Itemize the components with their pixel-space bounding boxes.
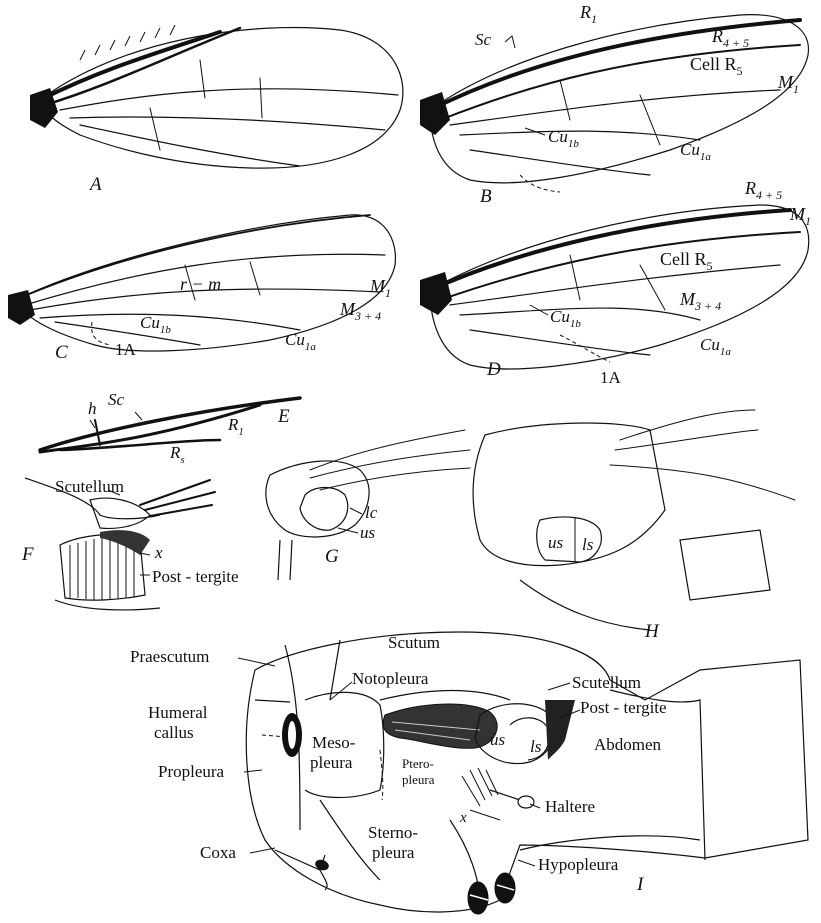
wing-b-sc-label: Sc xyxy=(475,30,492,49)
wing-d-1a-label: 1A xyxy=(600,368,622,387)
wing-b-m1-label: M1 xyxy=(777,72,799,96)
thorax-us-label: us xyxy=(490,730,506,749)
panel-label-f: F xyxy=(21,544,34,565)
detail-e-r1-label: R1 xyxy=(227,415,244,438)
thorax-scutellum-label: Scutellum xyxy=(572,673,641,692)
thorax-abdomen-label: Abdomen xyxy=(594,735,662,754)
thorax-mesopleura-label-2: pleura xyxy=(310,753,353,772)
thorax-pteropleura-label-2: pleura xyxy=(402,772,435,787)
thorax-mesopleura-label-1: Meso- xyxy=(312,733,356,752)
detail-f-post-tergite-label: Post - tergite xyxy=(152,567,239,586)
thorax-humeral-label-2: callus xyxy=(154,723,194,742)
thorax-haltere-label: Haltere xyxy=(545,797,595,816)
thorax-propleura-label: Propleura xyxy=(158,762,225,781)
wing-c: r − m M1 M3 + 4 Cu1b Cu1a 1A C xyxy=(8,215,395,363)
wing-d-r45-label: R4 + 5 xyxy=(744,178,782,202)
thorax-pteropleura-label-1: Ptero- xyxy=(402,756,434,771)
wing-d-m1-label: M1 xyxy=(789,204,811,228)
wing-b: Sc R1 R4 + 5 Cell R5 M1 Cu1b Cu1a B xyxy=(420,2,808,207)
panel-label-g: G xyxy=(325,546,339,567)
detail-f-x-label: x xyxy=(154,543,163,562)
wing-c-cu1b-label: Cu1b xyxy=(140,313,171,336)
wing-d: R4 + 5 M1 Cell R5 M3 + 4 Cu1b Cu1a 1A D xyxy=(420,178,811,387)
detail-g-lc-label: lc xyxy=(365,503,378,522)
wing-d-cell-r5-label: Cell R5 xyxy=(660,249,713,273)
thorax-sternopleura-label-2: pleura xyxy=(372,843,415,862)
wing-a: A xyxy=(30,25,403,195)
detail-e: h Sc R1 Rs E xyxy=(40,390,300,466)
wing-c-rm-label: r − m xyxy=(180,274,221,294)
detail-h-ls-label: ls xyxy=(582,535,594,554)
thorax-hypopleura-label: Hypopleura xyxy=(538,855,619,874)
thorax-x-label: x xyxy=(459,810,467,826)
detail-g-us-label: us xyxy=(360,523,376,542)
detail-h: us ls H xyxy=(473,410,795,642)
panel-label-c: C xyxy=(55,342,68,363)
wing-b-r1-label: R1 xyxy=(579,2,597,26)
panel-label-d: D xyxy=(486,359,501,380)
panel-label-i: I xyxy=(636,874,645,895)
wing-d-cu1a-label: Cu1a xyxy=(700,335,731,358)
thorax-notopleura-label: Notopleura xyxy=(352,669,429,688)
thorax-coxa-label: Coxa xyxy=(200,843,236,862)
wing-c-m1-label: M1 xyxy=(369,276,391,300)
wing-d-m34-label: M3 + 4 xyxy=(679,289,721,313)
detail-h-us-label: us xyxy=(548,533,564,552)
wing-b-r45-label: R4 + 5 xyxy=(711,26,749,50)
thorax-praescutum-label: Praescutum xyxy=(130,647,209,666)
wing-b-cu1a-label: Cu1a xyxy=(680,140,711,163)
wing-c-m34-label: M3 + 4 xyxy=(339,299,381,323)
wing-d-cu1b-label: Cu1b xyxy=(550,307,581,330)
thorax-sternopleura-label-1: Sterno- xyxy=(368,823,418,842)
panel-label-h: H xyxy=(644,621,660,642)
detail-e-sc-label: Sc xyxy=(108,390,125,409)
wing-b-cell-r5-label: Cell R5 xyxy=(690,54,743,78)
detail-e-h-label: h xyxy=(88,399,97,418)
thorax-humeral-label-1: Humeral xyxy=(148,703,208,722)
thorax-post-tergite-label: Post - tergite xyxy=(580,698,667,717)
detail-f: Scutellum x Post - tergite F xyxy=(21,477,239,610)
thorax-ls-label: ls xyxy=(530,737,542,756)
thorax-scutum-label: Scutum xyxy=(388,633,440,652)
detail-e-rs-label: Rs xyxy=(169,443,185,466)
detail-f-scutellum-label: Scutellum xyxy=(55,477,124,496)
thorax-i: Scutum Praescutum Notopleura Scutellum P… xyxy=(130,632,808,914)
wing-c-1a-label: 1A xyxy=(115,340,137,359)
panel-label-a: A xyxy=(88,174,102,195)
wing-c-cu1a-label: Cu1a xyxy=(285,330,316,353)
detail-g: lc us G xyxy=(266,430,470,580)
panel-label-e: E xyxy=(277,406,290,427)
panel-label-b: B xyxy=(480,186,492,207)
wing-b-cu1b-label: Cu1b xyxy=(548,127,579,150)
